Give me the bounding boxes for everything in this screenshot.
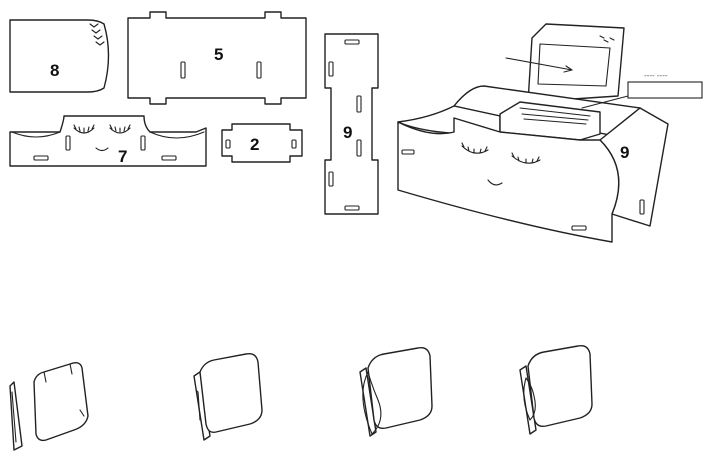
part-7-eyes-icon <box>73 124 131 134</box>
part-2-panel: 2 <box>221 123 303 163</box>
part-9-label: 9 <box>343 123 352 142</box>
part-9-panel: 9 <box>324 33 379 215</box>
callout-box <box>627 81 703 99</box>
part-9-slot <box>356 139 362 157</box>
part-5-slot <box>256 61 262 79</box>
assembled-smile-icon <box>487 179 503 186</box>
part-9-slot <box>344 205 360 211</box>
assembled-part-9-label: 9 <box>620 143 629 162</box>
part-7-slot <box>65 135 71 151</box>
part-9-slot <box>356 95 362 113</box>
part-7-slot <box>161 155 177 161</box>
callout-text: ---- ---- <box>644 71 668 80</box>
part-8-bow-icon <box>89 23 105 46</box>
step-2-sketch <box>193 352 263 441</box>
part-5-slot <box>180 61 186 79</box>
callout-arrow <box>581 95 629 109</box>
part-7-slot <box>33 155 49 161</box>
part-7-smile-icon <box>95 147 109 152</box>
step-4-sketch <box>519 344 593 435</box>
part-2-slot <box>291 139 297 149</box>
part-7-label: 7 <box>118 147 127 166</box>
part-2-label: 2 <box>250 135 259 154</box>
assembled-organizer: ---- ---- 9 <box>397 23 703 243</box>
assembled-eyes-icon <box>461 142 541 164</box>
part-8-label: 8 <box>50 61 59 80</box>
part-9-slot <box>328 171 334 187</box>
step-1-sketch <box>9 361 89 451</box>
mirror-lid <box>527 23 625 103</box>
part-7-panel: 7 <box>9 115 207 167</box>
part-5-panel: 5 <box>127 11 307 105</box>
assembled-slot <box>639 199 645 215</box>
part-9-slot <box>328 61 334 77</box>
step-3-sketch <box>359 346 433 437</box>
part-5-label: 5 <box>214 45 223 64</box>
assembled-slot <box>401 149 415 155</box>
part-9-slot <box>344 39 360 45</box>
part-2-slot <box>225 139 231 149</box>
part-8-panel: 8 <box>9 19 110 93</box>
part-7-slot <box>140 135 146 151</box>
assembled-slot <box>571 225 587 231</box>
callout-arrow <box>505 57 573 71</box>
